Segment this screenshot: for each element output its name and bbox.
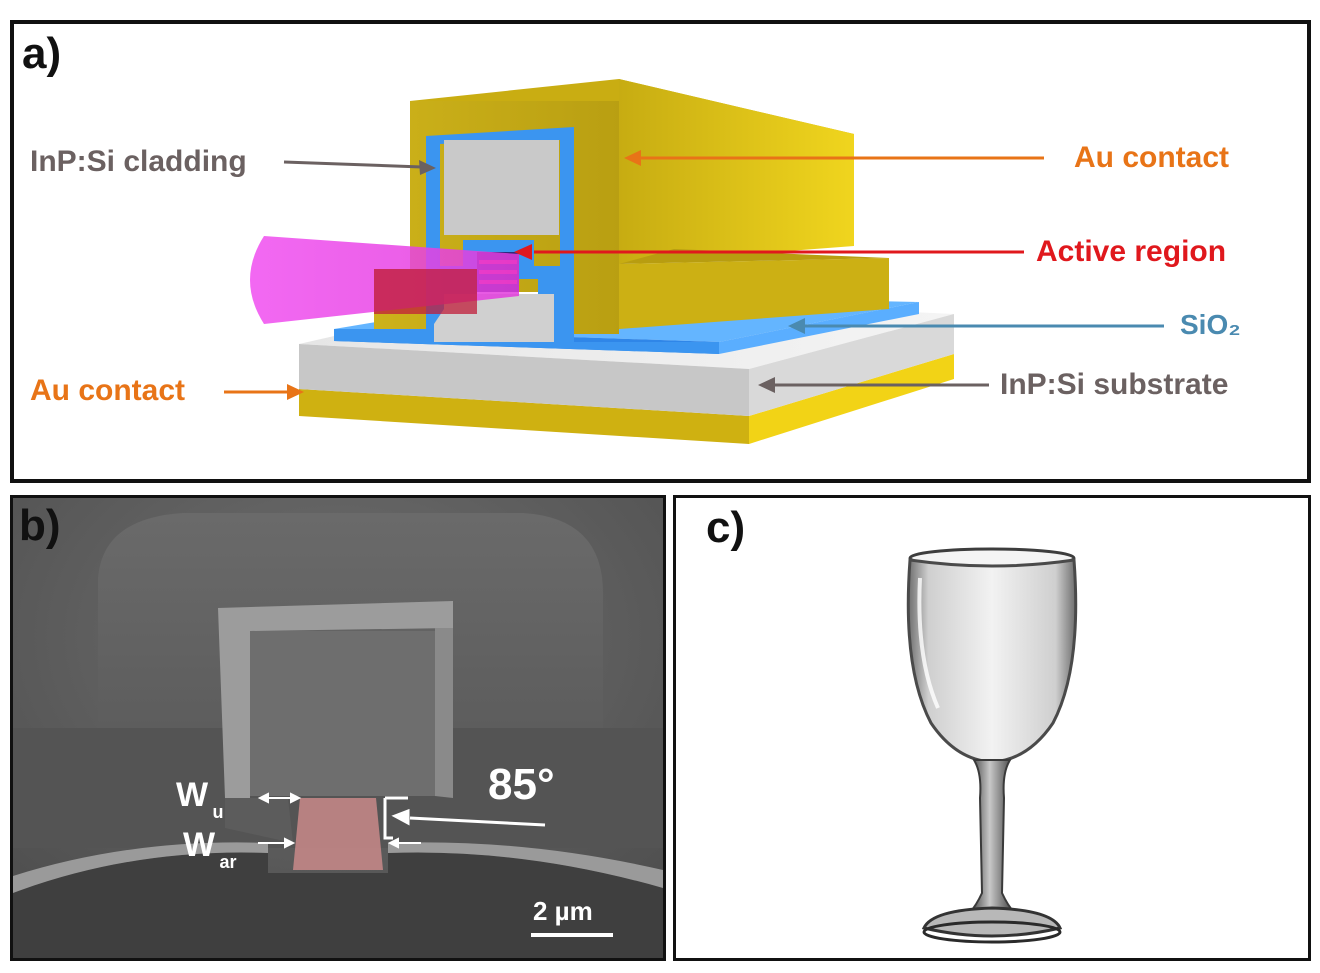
angle-marker xyxy=(383,796,546,840)
wine-glass-image xyxy=(906,547,1078,944)
beam-overlap xyxy=(374,269,477,314)
war-label: W ar xyxy=(183,826,237,871)
glass-stem xyxy=(967,759,1017,913)
bottom-au-layer xyxy=(299,354,954,444)
label-cladding: InP:Si cladding xyxy=(30,145,247,178)
war-sub: ar xyxy=(219,852,237,872)
glass-bowl xyxy=(906,558,1078,764)
panel-a-label: a) xyxy=(22,29,62,78)
label-substrate: InP:Si substrate xyxy=(1000,368,1229,401)
sem-micrograph xyxy=(13,498,663,958)
wu-main: W xyxy=(176,776,209,814)
sem-active-region xyxy=(293,798,383,870)
device-schematic xyxy=(224,79,1164,444)
panel-c-label: c) xyxy=(706,503,746,552)
angle-label: 85° xyxy=(488,760,555,809)
war-main: W xyxy=(183,826,216,864)
cladding-box xyxy=(444,140,559,235)
label-au-contact-top: Au contact xyxy=(1074,141,1230,174)
wu-label: W u xyxy=(176,776,224,821)
label-au-contact-bottom: Au contact xyxy=(30,374,186,407)
wu-sub: u xyxy=(212,802,224,822)
panel-a: a) InP:Si cladding Au contact Active reg… xyxy=(10,20,1311,483)
leader-arrows xyxy=(224,150,1164,400)
sem-substrate xyxy=(13,852,663,958)
panel-b-label: b) xyxy=(19,501,61,550)
label-active-region: Active region xyxy=(1036,235,1227,268)
scale-bar-label: 2 µm xyxy=(533,896,593,926)
sem-cladding xyxy=(250,631,435,796)
label-sio2: SiO₂ xyxy=(1180,309,1241,340)
panel-c: c) xyxy=(673,495,1311,961)
sio2-liner xyxy=(426,127,574,279)
width-arrows xyxy=(257,792,421,849)
panel-b: b) 85° W u W ar 2 µm xyxy=(10,495,666,961)
